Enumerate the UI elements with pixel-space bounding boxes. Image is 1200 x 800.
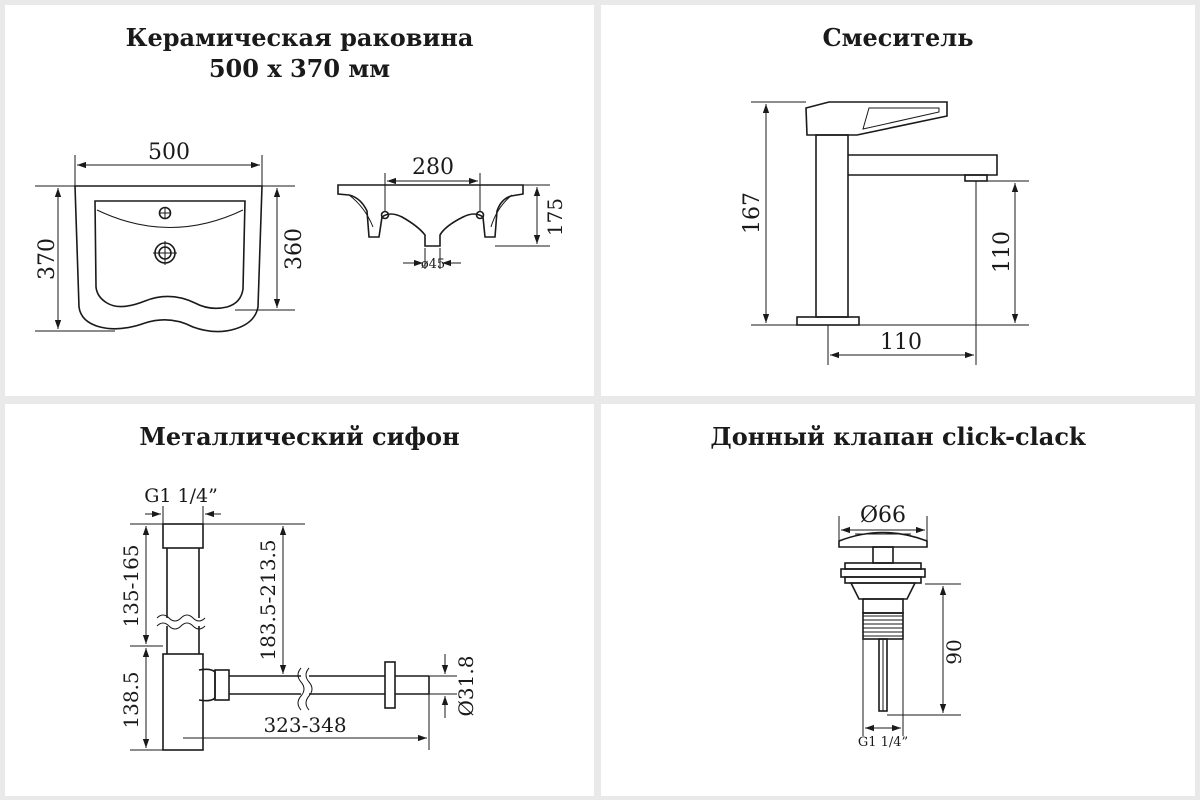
valve-drawing: Ø66 90 G1 1/4” [838,503,966,750]
valve-body [838,531,928,712]
siphon-thread-label: G1 1/4” [144,485,218,507]
panel-ceramic-sink: Керамическая раковина 500 х 370 мм 500 [5,5,594,396]
sink-title-line1: Керамическая раковина [125,23,474,52]
faucet-height-label: 167 [740,192,765,234]
faucet-drawing: 167 110 110 [740,101,1029,365]
siphon-length-label: 323-348 [263,713,346,737]
panel-click-clack-valve: Донный клапан click-clack [601,404,1195,796]
sink-depth-label: 370 [35,238,60,280]
valve-thread [863,615,903,637]
faucet-spout-height-label: 110 [990,231,1015,273]
faucet-body [796,101,998,326]
siphon-body [156,523,430,751]
siphon-upper-label: 135-165 [119,544,143,627]
sink-drain-label: ø45 [421,257,445,272]
siphon-outlet-label: Ø31.8 [454,656,478,717]
sink-title-line2: 500 х 370 мм [208,54,391,83]
panel-siphon: Металлический сифон [5,404,594,796]
valve-title: Донный клапан click-clack [710,422,1086,451]
sink-height-label: 175 [543,198,567,236]
sink-width-label: 500 [148,140,190,165]
siphon-drawing: G1 1/4” 135-165 138.5 183.5-213.5 323-34… [119,485,478,751]
valve-height-label: 90 [942,639,966,664]
valve-cap-label: Ø66 [860,503,906,528]
sink-drawing: 500 370 360 280 [35,140,567,333]
sink-side-view [337,184,524,247]
sink-title: Керамическая раковина 500 х 370 мм [5,22,594,84]
faucet-reach-label: 110 [880,330,922,355]
siphon-mid-label: 183.5-213.5 [256,539,280,660]
sink-inner-depth-label: 360 [282,228,307,270]
sink-top-view [74,185,263,333]
siphon-lower-label: 138.5 [119,671,143,728]
panel-faucet: Смеситель 167 110 110 [601,5,1195,396]
sink-bowl-width-label: 280 [412,155,454,180]
siphon-title: Металлический сифон [139,422,460,451]
valve-thread-label: G1 1/4” [858,735,908,750]
faucet-title: Смеситель [822,23,974,52]
